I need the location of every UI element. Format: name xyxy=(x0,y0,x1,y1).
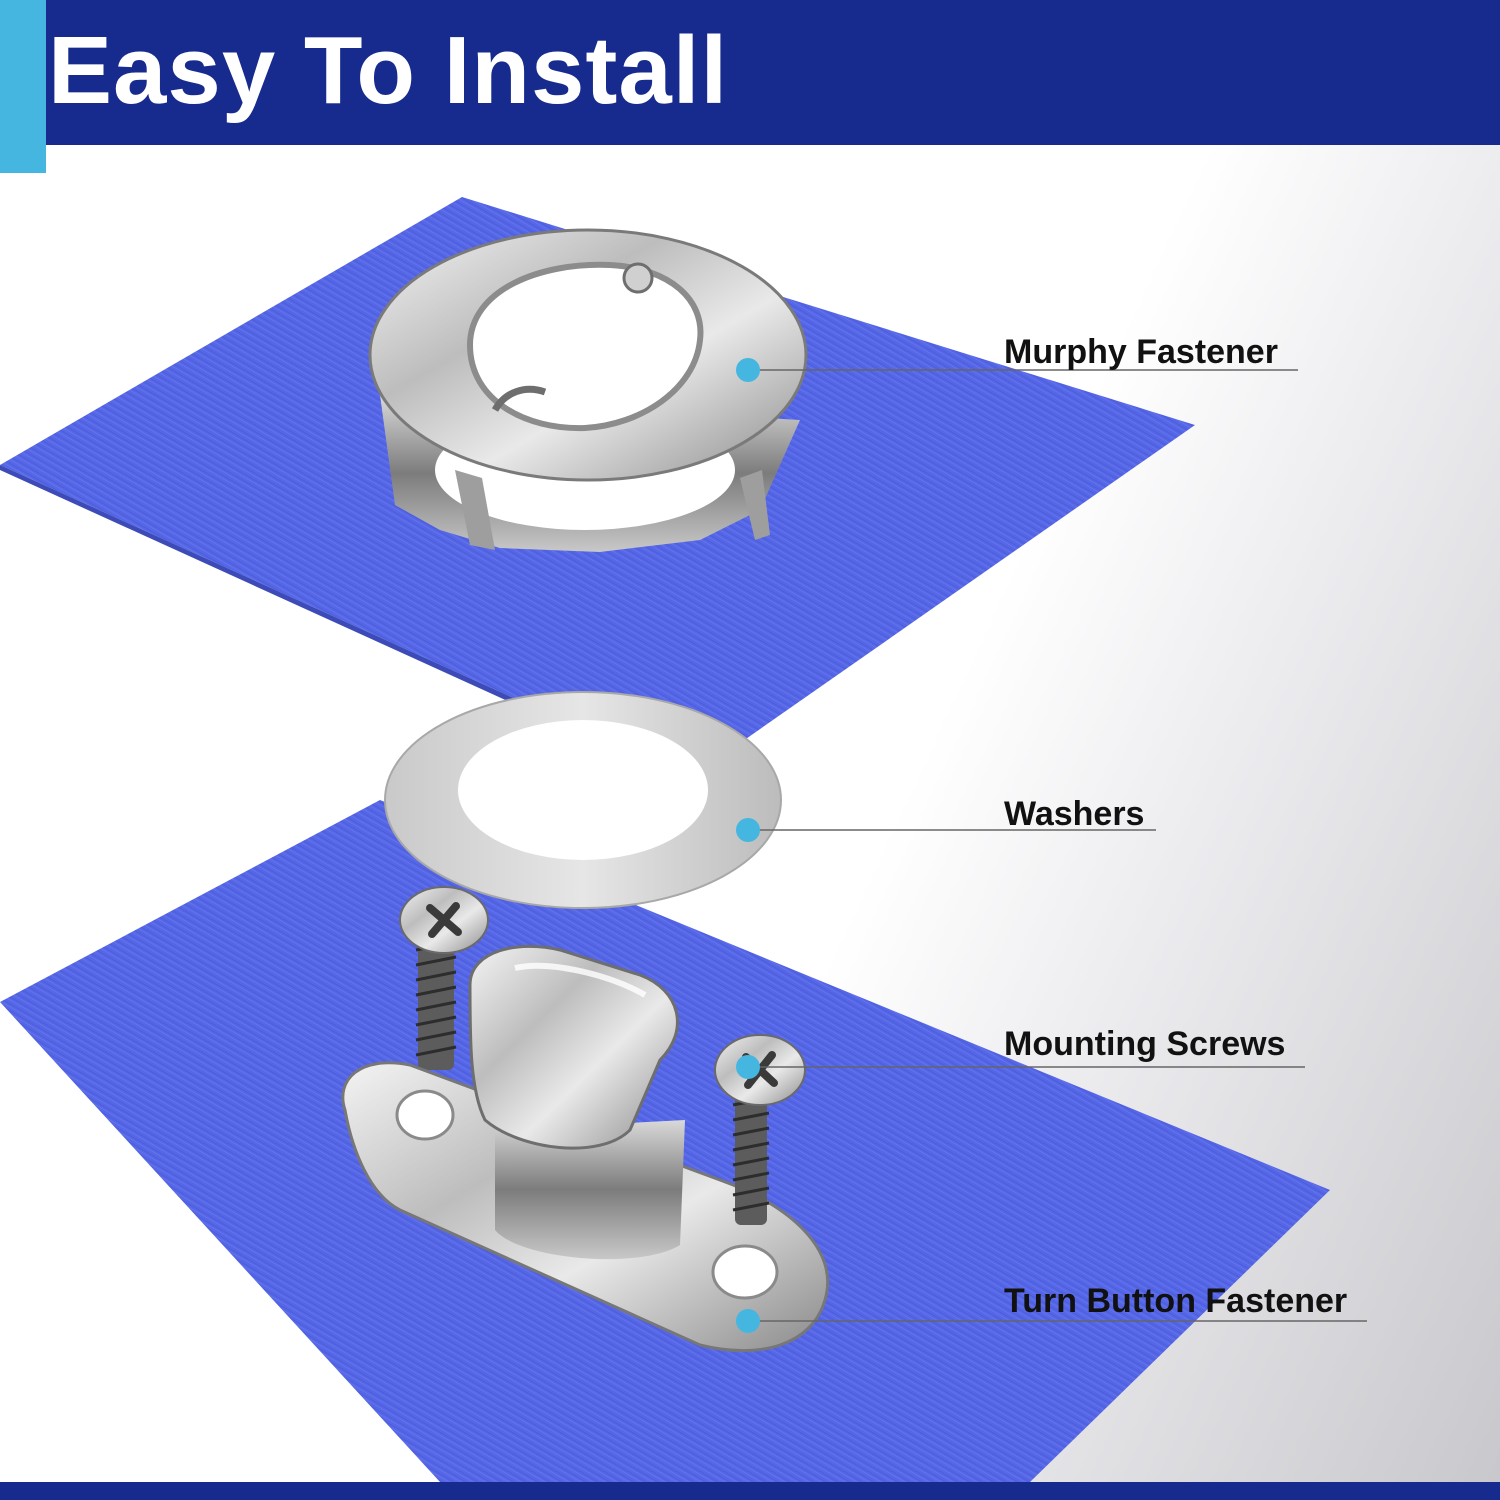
header-accent xyxy=(0,0,46,173)
turn-button-fastener-icon xyxy=(341,944,830,1353)
header-bar xyxy=(0,0,1500,145)
callout-murphy-fastener: Murphy Fastener xyxy=(1004,333,1278,371)
footer-bar xyxy=(0,1482,1500,1500)
callout-washers: Washers xyxy=(1004,795,1145,833)
murphy-fastener-icon xyxy=(368,228,808,552)
callout-murphy-leader xyxy=(736,358,1298,382)
mounting-screw-icon xyxy=(399,886,489,1070)
callout-turn-button-leader xyxy=(736,1309,1367,1333)
callout-mounting-screws: Mounting Screws xyxy=(1004,1025,1286,1063)
callout-turn-button-fastener: Turn Button Fastener xyxy=(1004,1282,1348,1320)
page-title: Easy To Install xyxy=(48,17,729,124)
callout-screws-leader xyxy=(736,1055,1305,1079)
washer-icon xyxy=(384,691,782,909)
mounting-screw-icon xyxy=(714,1034,806,1225)
callout-washers-leader xyxy=(736,818,1156,842)
